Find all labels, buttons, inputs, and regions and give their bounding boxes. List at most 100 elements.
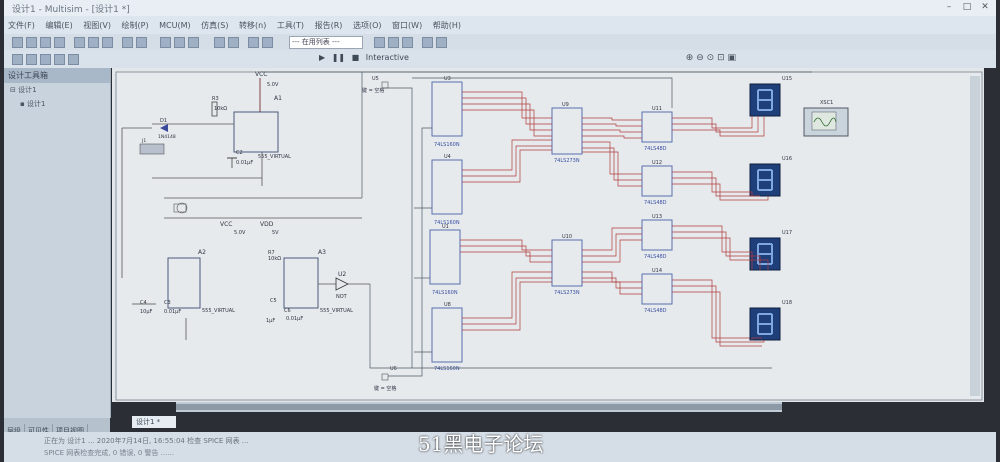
undo-icon[interactable]	[122, 37, 133, 48]
tab-visibility[interactable]: 可见性	[25, 424, 53, 438]
transistor-icon[interactable]	[68, 54, 79, 65]
postprocessor-icon[interactable]	[228, 37, 239, 48]
decoder-u13[interactable]: U13 74LS48D	[641, 214, 673, 260]
zoom-sheet-icon[interactable]: ⊡	[717, 53, 725, 63]
close-icon[interactable]: ✕	[981, 2, 989, 12]
timer-a2[interactable]: A2 555_VIRTUAL	[167, 249, 235, 314]
c3-value: 0.01µF	[164, 309, 181, 315]
decoder-u11[interactable]: U11 74LS48D	[641, 106, 673, 152]
latch-u10[interactable]: U10 74LS273N	[551, 234, 583, 296]
source-icon[interactable]	[26, 54, 37, 65]
decoder-u12-ref: U12	[652, 160, 662, 166]
ground-icon[interactable]	[12, 54, 23, 65]
run-mode[interactable]: Interactive	[365, 53, 409, 62]
save-icon[interactable]	[40, 37, 51, 48]
display-u16[interactable]: U16	[749, 156, 792, 197]
diode-icon[interactable]	[54, 54, 65, 65]
menu-options[interactable]: 选项(O)	[352, 21, 382, 30]
decoder-u14[interactable]: U14 74LS48D	[641, 268, 673, 314]
tree-child-label: 设计1	[26, 100, 46, 108]
zoom-in-icon[interactable]: ⊕	[685, 53, 694, 63]
cut-icon[interactable]	[74, 37, 85, 48]
decoder-u11-ref: U11	[652, 106, 662, 112]
bus-icon[interactable]	[188, 37, 199, 48]
diode-d1	[160, 124, 168, 132]
menu-file[interactable]: 文件(F)	[8, 21, 35, 30]
menu-place[interactable]: 绘制(P)	[121, 21, 149, 30]
wire-icon[interactable]	[174, 37, 185, 48]
latch-u10-ref: U10	[562, 234, 572, 240]
switch-u6[interactable]	[381, 373, 389, 381]
tab-project[interactable]: 项目视图	[53, 424, 88, 438]
copy-icon[interactable]	[88, 37, 99, 48]
vertical-scrollbar[interactable]	[970, 76, 980, 396]
menu-window[interactable]: 窗口(W)	[392, 21, 423, 30]
redo-icon[interactable]	[136, 37, 147, 48]
counter-u4[interactable]: U4 74LS160N	[431, 154, 463, 226]
log-line-2: SPICE 网表检查完成, 0 错误, 0 警告 ......	[44, 449, 175, 457]
display-u16-ref: U16	[782, 156, 792, 162]
c2-ref: C2	[236, 150, 243, 156]
menu-view[interactable]: 视图(V)	[83, 21, 111, 30]
find-icon[interactable]	[422, 37, 433, 48]
horizontal-scrollbar[interactable]	[176, 402, 782, 412]
decoder-u12[interactable]: U12 74LS48D	[641, 160, 673, 206]
menu-help[interactable]: 帮助(H)	[432, 21, 462, 30]
clock-source	[176, 202, 188, 214]
display-u17[interactable]: U17	[749, 230, 792, 271]
tree-child[interactable]: ▪ 设计1	[20, 100, 46, 108]
maximize-icon[interactable]: □	[962, 2, 972, 12]
new-icon[interactable]	[12, 37, 23, 48]
schematic-canvas[interactable]: A1 555_VIRTUAL VCC 5.0V R3 10kΩ D1 1N414…	[112, 68, 984, 402]
timer-a1[interactable]: A1 555_VIRTUAL	[233, 95, 291, 160]
counter-u8-part: 74LS160N	[434, 366, 460, 372]
in-use-list-select[interactable]: --- 在用列表 ---	[289, 36, 363, 49]
vdd-volt: 5V	[272, 230, 279, 236]
probe-icon[interactable]	[388, 37, 399, 48]
zoom-out-icon[interactable]: ⊖	[696, 53, 704, 63]
open-icon[interactable]	[26, 37, 37, 48]
menu-edit[interactable]: 编辑(E)	[45, 21, 73, 30]
help-icon[interactable]	[436, 37, 447, 48]
menu-mcu[interactable]: MCU(M)	[159, 21, 191, 30]
pause-icon[interactable]: ❚❚	[331, 53, 346, 62]
tab-hierarchy[interactable]: 层级	[4, 424, 25, 438]
database-icon[interactable]	[248, 37, 259, 48]
zoom-area-icon[interactable]: ⊙	[706, 53, 715, 63]
run-icon[interactable]: ▶	[319, 53, 326, 62]
component-icon[interactable]	[160, 37, 171, 48]
document-tab[interactable]: 设计1 *	[132, 416, 176, 428]
breadboard-icon[interactable]	[262, 37, 273, 48]
counter-u1[interactable]: U1 74LS160N	[429, 224, 461, 296]
counter-u8[interactable]: U8 74LS160N	[431, 302, 463, 372]
display-u18[interactable]: U18	[749, 300, 792, 341]
tree-root[interactable]: ⊟ 设计1	[10, 86, 37, 94]
menu-transfer[interactable]: 转移(n)	[239, 21, 267, 30]
forum-watermark: 51黑电子论坛	[418, 432, 544, 456]
counter-u3[interactable]: U3 74LS160N	[431, 76, 463, 148]
c5-ref: C5	[270, 298, 277, 304]
timer-a3[interactable]: A3 555_VIRTUAL	[283, 249, 353, 314]
paste-icon[interactable]	[102, 37, 113, 48]
basic-icon[interactable]	[40, 54, 51, 65]
c5-value: 1µF	[266, 318, 275, 324]
menu-tools[interactable]: 工具(T)	[276, 21, 305, 30]
timer-a2-part: 555_VIRTUAL	[202, 308, 235, 314]
latch-u9[interactable]: U9 74LS273N	[551, 102, 583, 164]
fullscreen-icon[interactable]: ▣	[727, 53, 736, 63]
oscilloscope-xsc1[interactable]: XSC1	[803, 100, 849, 137]
stop-icon[interactable]: ■	[351, 53, 360, 62]
decoder-u13-ref: U13	[652, 214, 662, 220]
minimize-icon[interactable]: –	[946, 2, 952, 12]
not-ref: U2	[338, 271, 346, 278]
display-u15[interactable]: U15	[749, 76, 792, 117]
measure-icon[interactable]	[402, 37, 413, 48]
instrument-icon[interactable]	[374, 37, 385, 48]
menu-reports[interactable]: 报告(R)	[314, 21, 343, 30]
print-icon[interactable]	[54, 37, 65, 48]
grapher-icon[interactable]	[214, 37, 225, 48]
scroll-thumb[interactable]	[176, 404, 782, 410]
menu-simulate[interactable]: 仿真(S)	[201, 21, 229, 30]
spreadsheet-view: 正在为 设计1 ... 2020年7月14日, 16:55:04 检查 SPIC…	[4, 432, 996, 462]
resistor-r3	[211, 101, 218, 117]
